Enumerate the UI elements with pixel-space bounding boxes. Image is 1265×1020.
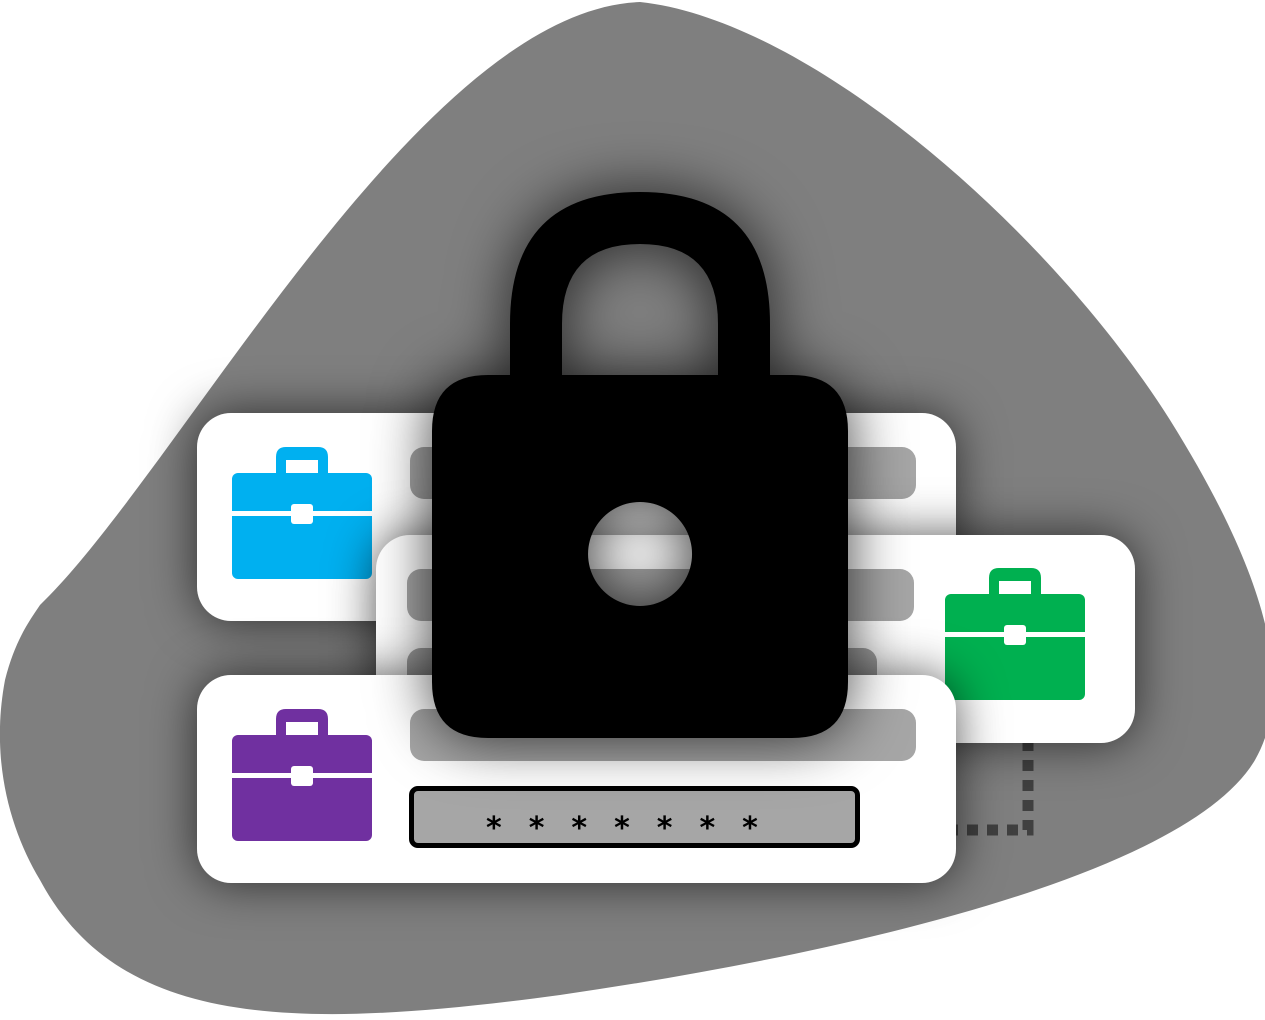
briefcase-icon [232,709,372,841]
briefcase-icon [945,568,1085,700]
briefcase-icon [232,447,372,579]
dotted-connector [955,740,1034,836]
padlock-icon [432,192,848,738]
password-field[interactable]: ******* [409,786,860,848]
password-mask: ******* [486,811,785,846]
